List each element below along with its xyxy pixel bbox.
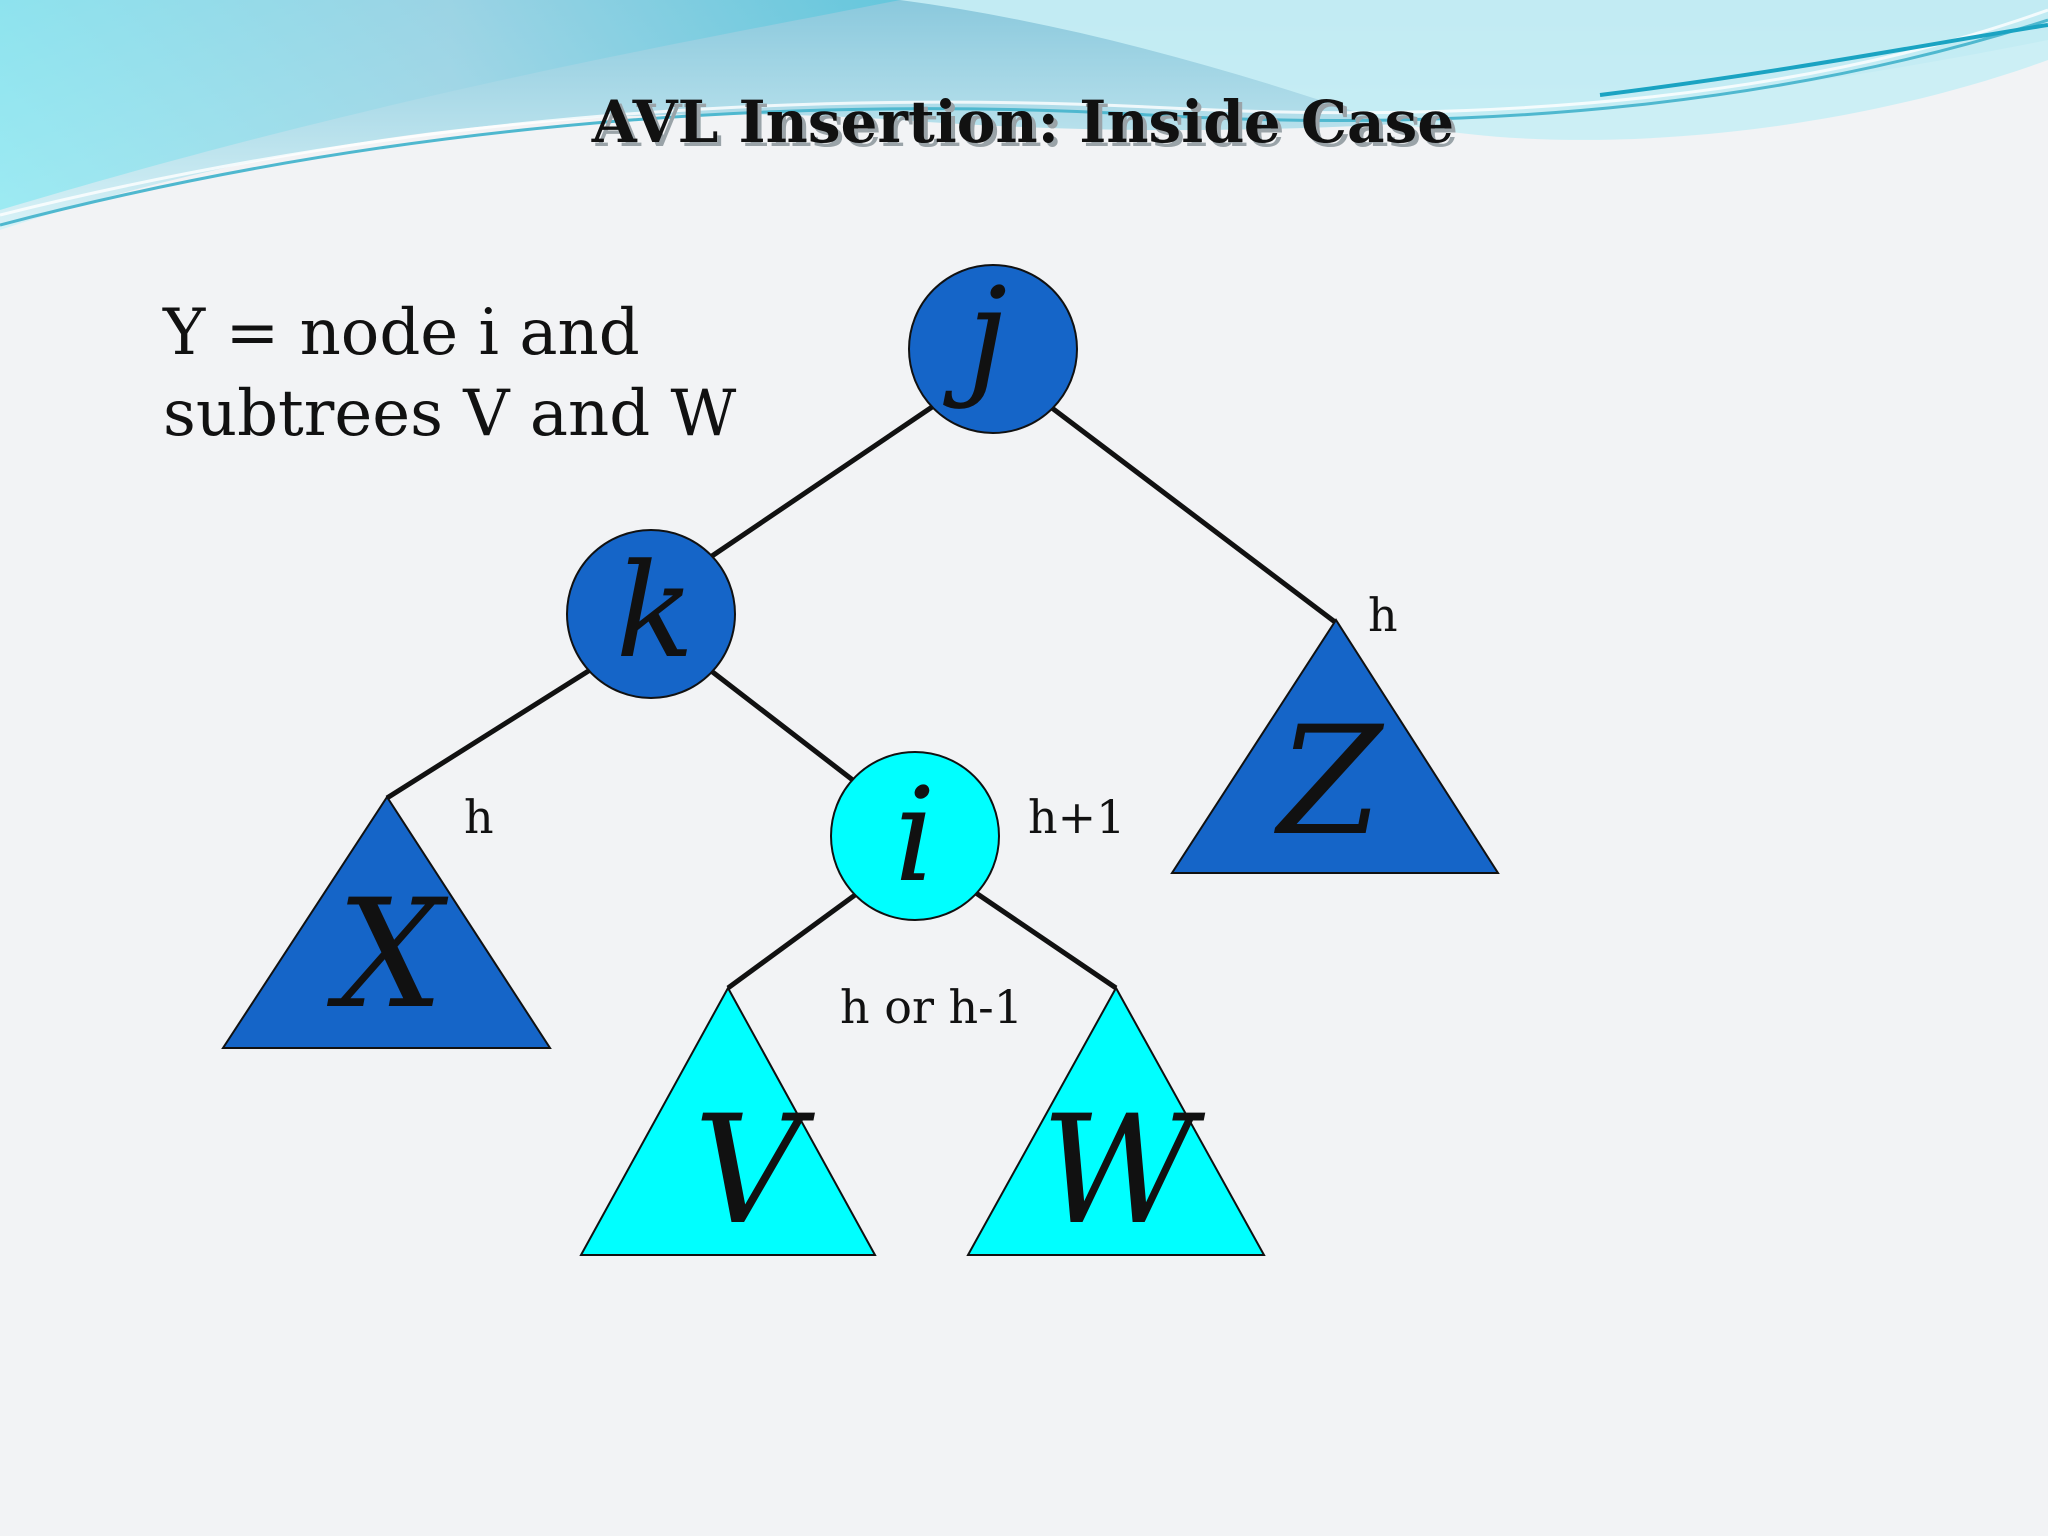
edge-k-x [385, 667, 592, 801]
slide-title-text: AVL Insertion: Inside Case [591, 88, 1454, 156]
subtree-v-triangle [579, 985, 877, 1256]
note-line-1: Y = node i and [162, 296, 640, 370]
node-j [908, 264, 1078, 434]
slide-title: AVL Insertion: Inside Case AVL Insertion… [591, 88, 1458, 160]
edge-i-v [726, 892, 857, 991]
node-i [830, 751, 1000, 921]
slide-title-shadow: AVL Insertion: Inside Case [595, 92, 1458, 160]
subtree-v-label: V [694, 1084, 816, 1258]
node-k [566, 529, 736, 699]
edge-i-w [974, 890, 1118, 991]
header-wave-banner [0, 0, 2048, 230]
subtree-x-triangle [221, 795, 552, 1049]
tree-edges [385, 402, 1337, 991]
note-line-2: subtrees V and W [163, 377, 737, 451]
subtree-x-label: X [327, 868, 449, 1042]
subtree-z-label: Z [1274, 695, 1385, 869]
node-k-label: k [616, 535, 695, 687]
node-i-label: i [894, 759, 936, 911]
edge-j-z [1050, 406, 1337, 624]
edge-j-k [710, 402, 937, 559]
height-label-i: h+1 [1028, 790, 1125, 844]
subtree-z-triangle [1170, 618, 1500, 874]
edge-k-i [708, 668, 856, 783]
subtree-w-triangle [966, 985, 1266, 1256]
height-label-z: h [1368, 588, 1398, 642]
height-label-v-w: h or h-1 [840, 980, 1023, 1034]
height-label-x: h [464, 790, 494, 844]
subtree-w-label: W [1041, 1084, 1206, 1258]
